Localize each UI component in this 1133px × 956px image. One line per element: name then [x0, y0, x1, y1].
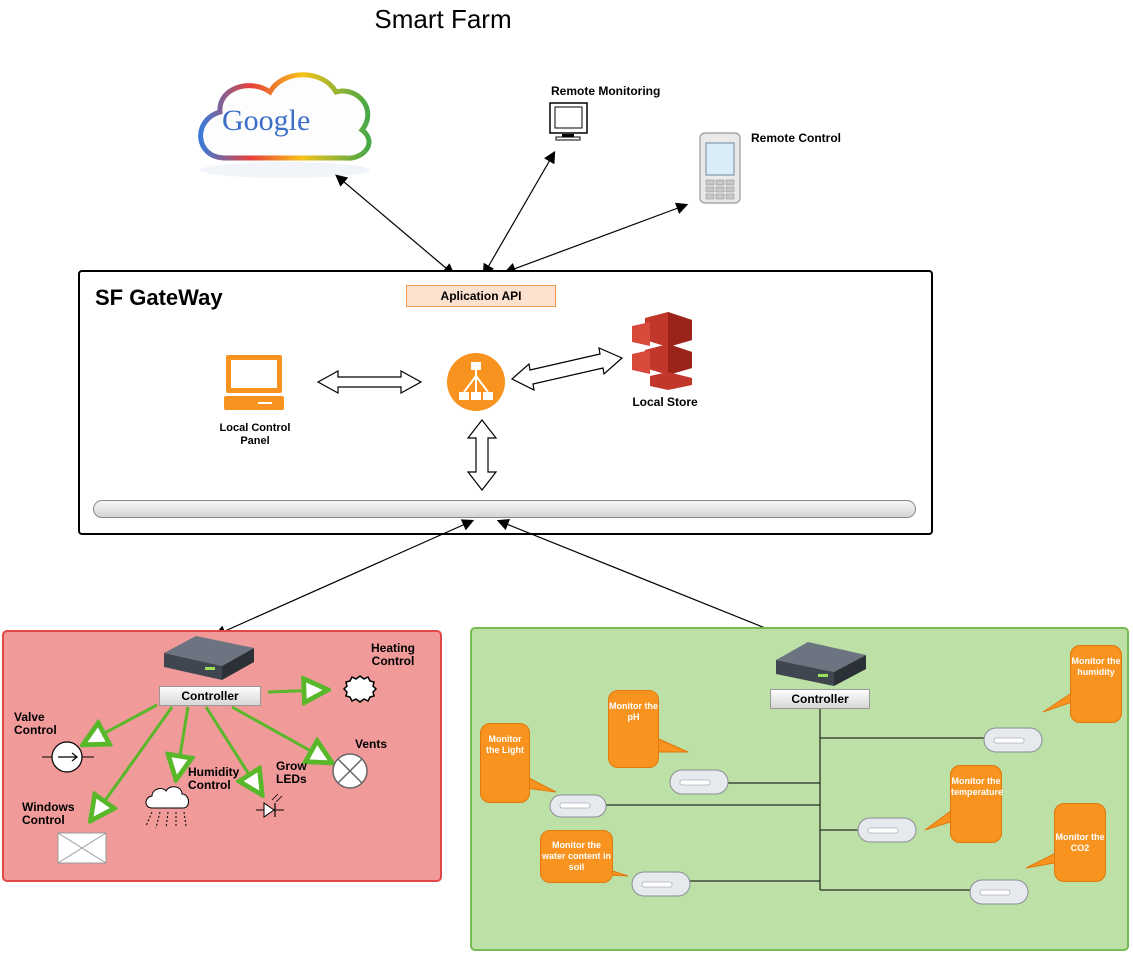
google-cloud-icon — [198, 72, 372, 178]
gateway-bus — [93, 500, 916, 518]
remote-control-label: Remote Control — [751, 131, 841, 145]
water-content-callout: Monitor the water content in soil — [540, 830, 613, 883]
vents-icon — [332, 753, 368, 789]
led-diode-icon — [256, 793, 284, 818]
temperature-sensor-icon — [857, 817, 917, 843]
to-humidity-arrow — [177, 706, 188, 774]
remote-monitoring-label: Remote Monitoring — [551, 84, 661, 98]
valve-control-label: Valve Control — [14, 710, 57, 737]
co2-sensor-icon — [969, 879, 1029, 905]
load-balancer-icon — [447, 353, 505, 411]
laptop-icon — [224, 355, 284, 410]
diagram-title: Smart Farm — [374, 4, 512, 34]
sensor-controller-device-icon — [776, 642, 866, 686]
local-control-panel-label: Local Control Panel — [219, 422, 291, 447]
grow-leds-label: Grow LEDs — [276, 759, 307, 786]
to-vents-arrow — [231, 705, 327, 760]
to-heating-arrow — [267, 690, 322, 692]
windows-control-label: Windows Control — [22, 800, 75, 827]
callout-tails — [524, 691, 1079, 877]
actuator-controller-device-icon — [164, 636, 254, 680]
sensor-controller: Controller — [770, 689, 870, 709]
light-callout: Monitor the Light — [480, 723, 530, 803]
heating-control-label: Heating Control — [370, 641, 415, 668]
humidity-control-label: Humidity Control — [188, 765, 240, 792]
hub-store-double-arrow — [510, 347, 624, 392]
control-api-connector — [503, 202, 689, 275]
google-logo-text: Google — [222, 104, 311, 137]
to-windows-arrow — [94, 706, 174, 816]
mobile-phone-icon — [699, 132, 741, 204]
database-store-icon — [632, 312, 692, 390]
humidity-sensor-icon — [983, 727, 1043, 753]
light-sensor-icon — [549, 794, 607, 818]
humidity-rain-icon — [145, 786, 189, 829]
ph-sensor-icon — [669, 769, 729, 795]
gateway-box — [78, 270, 933, 535]
application-api-box: Aplication API — [406, 285, 556, 307]
panel-hub-double-arrow — [316, 369, 423, 395]
sensor-device-icons — [549, 727, 1043, 905]
co2-callout: Monitor the CO2 — [1054, 803, 1106, 882]
local-store-label: Local Store — [632, 395, 698, 409]
water-sensor-icon — [631, 871, 691, 897]
ph-callout: Monitor the pH — [608, 690, 659, 768]
temperature-callout: Monitor the temperature — [950, 765, 1003, 843]
cloud-api-connector — [335, 174, 455, 276]
monitor-icon — [549, 102, 588, 141]
actuator-controller: Controller — [159, 686, 261, 706]
valve-icon — [42, 741, 94, 773]
bus-actuator-connector — [213, 519, 475, 637]
window-icon — [57, 832, 107, 864]
hub-bus-double-arrow — [466, 419, 498, 491]
to-grow-leds-arrow — [204, 706, 259, 790]
humidity-callout: Monitor the humidity — [1070, 645, 1122, 723]
bus-sensor-connector — [496, 519, 798, 642]
sensor-wiring — [605, 708, 985, 891]
gateway-title: SF GateWay — [95, 285, 223, 310]
heating-icon — [342, 675, 378, 703]
to-valve-arrow — [88, 703, 158, 742]
vents-label: Vents — [355, 737, 388, 751]
